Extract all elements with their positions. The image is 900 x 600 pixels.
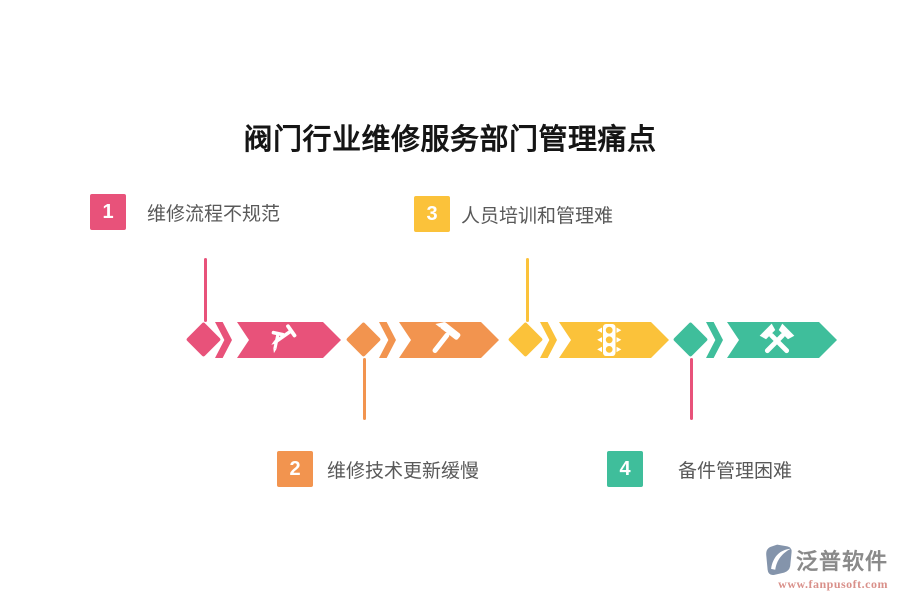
number-badge-4: 4	[607, 451, 643, 487]
chevron-band-2	[399, 322, 499, 358]
connector-line-1	[204, 258, 207, 322]
pain-point-label-4: 备件管理困难	[678, 460, 793, 482]
pain-point-row-4: 4 备件管理困难	[607, 451, 792, 487]
pain-point-row-2: 2 维修技术更新缓慢	[277, 451, 479, 487]
crossed-hammers-icon	[755, 322, 799, 358]
pain-point-label-1: 维修流程不规范	[147, 203, 281, 225]
chevron-arrowhead-4	[706, 322, 723, 358]
connector-line-4	[690, 358, 693, 420]
diamond-marker-4	[672, 321, 709, 358]
chevron-band-1	[237, 322, 341, 358]
diamond-marker-3	[507, 321, 544, 358]
fanpu-logo-icon	[766, 544, 792, 576]
diamond-marker-2	[345, 321, 382, 358]
pain-point-label-3: 人员培训和管理难	[461, 205, 614, 227]
nails-icon	[264, 322, 304, 358]
pain-point-label-2: 维修技术更新缓慢	[327, 460, 480, 482]
traffic-light-icon	[589, 322, 629, 358]
diamond-marker-1	[185, 321, 222, 358]
brand-name: 泛普软件	[795, 548, 888, 574]
connector-line-2	[363, 358, 366, 420]
footer-brand-block: 泛普软件 www.fanpusoft.com	[765, 543, 888, 592]
chevron-arrowhead-2	[379, 322, 396, 358]
pain-point-row-3: 3 人员培训和管理难	[414, 196, 613, 232]
pain-point-row-1: 1 维修流程不规范	[90, 194, 280, 230]
number-badge-3: 3	[414, 196, 450, 232]
connector-line-3	[526, 258, 529, 322]
page-title: 阀门行业维修服务部门管理痛点	[243, 124, 657, 156]
number-badge-1: 1	[90, 194, 126, 230]
number-badge-2: 2	[277, 451, 313, 487]
brand-website: www.fanpusoft.com	[778, 577, 888, 591]
hammer-icon	[424, 322, 464, 358]
chevron-band-4	[727, 322, 837, 358]
chevron-band-3	[559, 322, 669, 358]
